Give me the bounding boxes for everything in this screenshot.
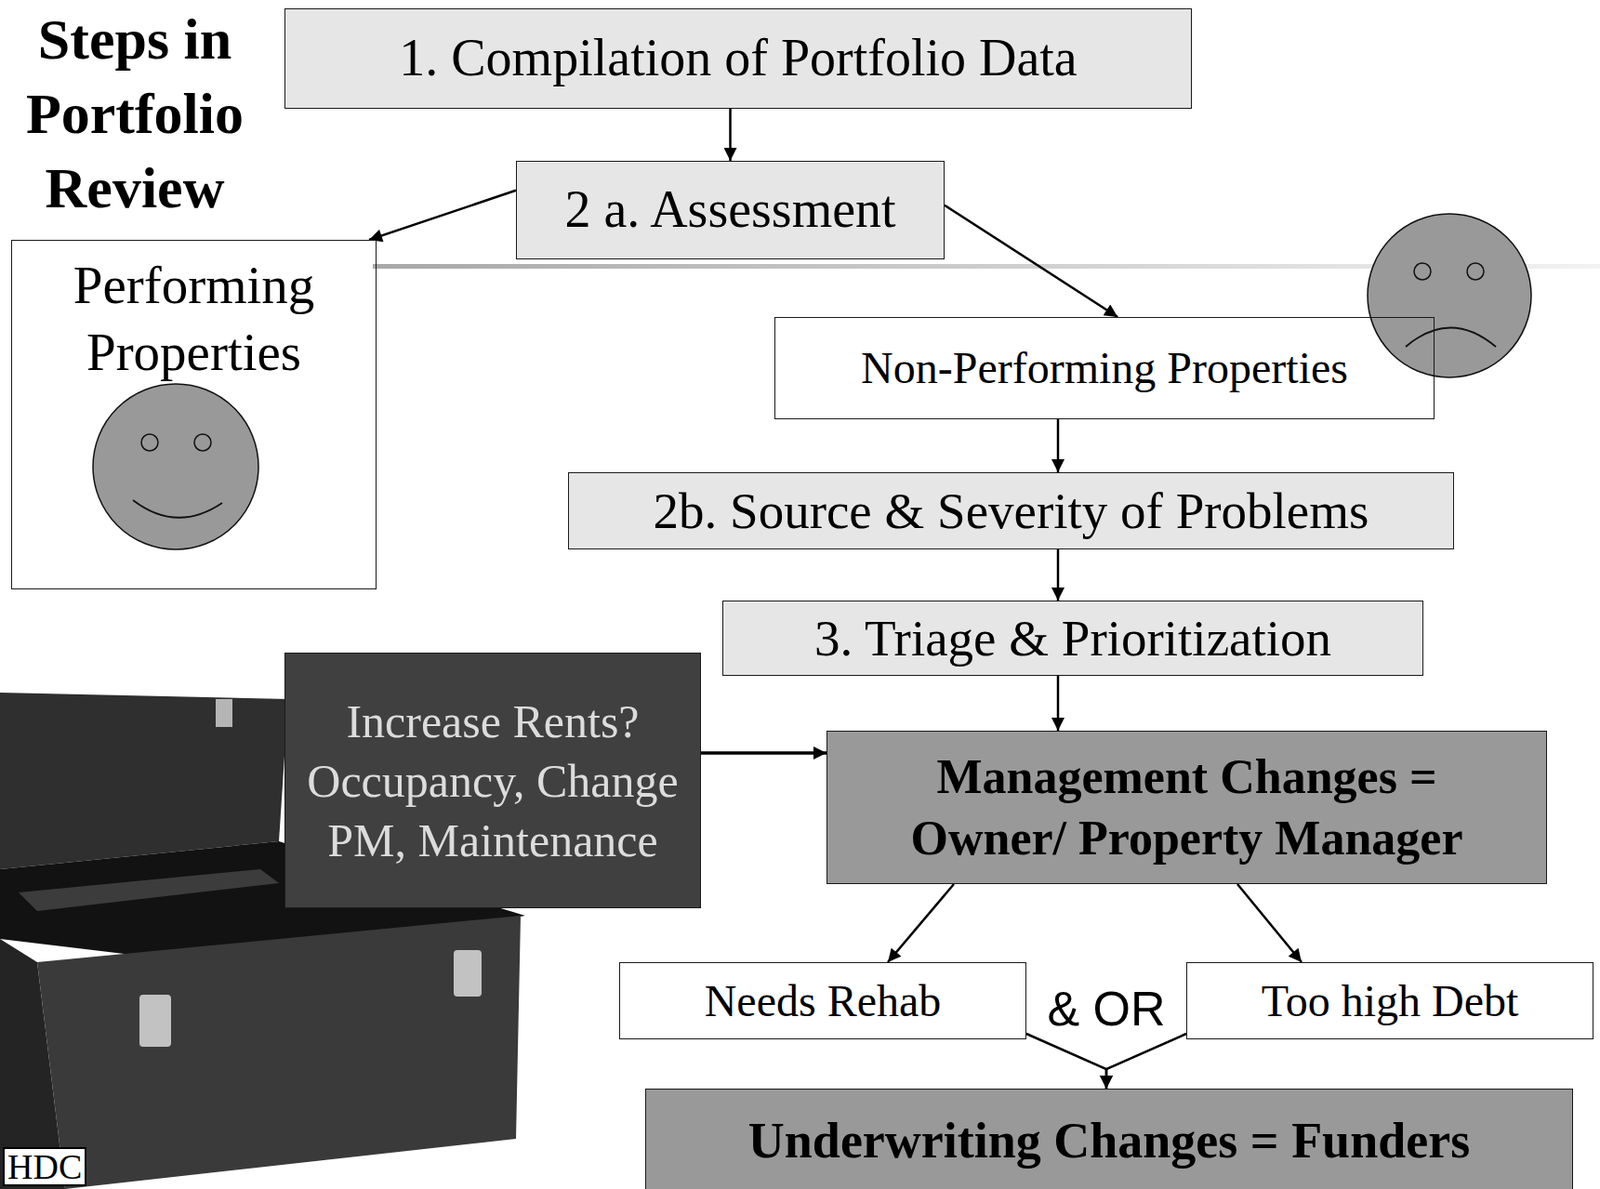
- step-box: 2 a. Assessment: [515, 160, 945, 260]
- flow-arrow: [1237, 884, 1302, 963]
- face-eye: [1414, 263, 1431, 280]
- toolbox-tray-edge: [18, 869, 279, 912]
- action-box: Management Changes = Owner/ Property Man…: [826, 730, 1548, 885]
- face-eye: [194, 434, 212, 451]
- step-box: 2b. Source & Severity of Problems: [568, 472, 1455, 550]
- face-mouth: [1405, 328, 1496, 348]
- flow-arrow: [1106, 1033, 1187, 1089]
- flow-arrow: [1057, 419, 1060, 473]
- flow-arrow: [887, 884, 954, 963]
- toolbox-latch: [139, 994, 172, 1047]
- toolbox-latch: [215, 699, 233, 728]
- node-text: Non-Performing Properties: [860, 341, 1349, 396]
- slide-title: Steps in Portfolio Review: [3, 1, 266, 225]
- step-box: 3. Triage & Prioritization: [722, 600, 1424, 676]
- node-text: Needs Rehab: [704, 974, 942, 1029]
- happy-face: [92, 383, 259, 550]
- step-box: 1. Compilation of Portfolio Data: [284, 8, 1192, 109]
- flow-arrow: [700, 751, 827, 755]
- face-eye: [141, 434, 159, 451]
- sad-face: [1367, 213, 1532, 378]
- problem-box: Needs Rehab: [619, 962, 1027, 1040]
- node-text: Performing Properties: [23, 251, 365, 386]
- face-eye: [1467, 263, 1484, 280]
- connector-note: & OR: [1044, 984, 1168, 1033]
- node-text: 1. Compilation of Portfolio Data: [398, 26, 1077, 90]
- category-box: Non-Performing Properties: [774, 317, 1435, 420]
- category-box: Performing Properties: [11, 239, 377, 590]
- flow-arrow: [728, 108, 732, 161]
- node-text: Too high Debt: [1261, 974, 1520, 1029]
- flow-arrow: [1057, 549, 1060, 601]
- flow-arrow: [1057, 675, 1060, 731]
- node-text: 2b. Source & Severity of Problems: [653, 480, 1370, 543]
- node-text: Underwriting Changes = Funders: [748, 1110, 1470, 1172]
- node-text: 3. Triage & Prioritization: [814, 608, 1332, 670]
- face-mouth: [132, 500, 223, 518]
- action-box: Underwriting Changes = Funders: [645, 1088, 1574, 1189]
- problem-box: Too high Debt: [1186, 962, 1594, 1040]
- flow-arrow: [1026, 1033, 1107, 1089]
- flow-arrow: [944, 205, 1118, 318]
- face-circle: [1367, 213, 1532, 378]
- logo-text: HDC: [2, 1147, 87, 1187]
- node-text: 2 a. Assessment: [564, 178, 896, 241]
- toolbox-lid: [0, 692, 289, 870]
- toolbox-latch: [453, 950, 482, 997]
- flow-arrow: [369, 190, 516, 240]
- toolbox-front: [37, 915, 521, 1189]
- toolbox-callout: Increase Rents? Occupancy, Change PM, Ma…: [284, 652, 701, 909]
- face-circle: [92, 383, 259, 550]
- node-text: Increase Rents? Occupancy, Change PM, Ma…: [296, 691, 689, 871]
- node-text: Management Changes = Owner/ Property Man…: [899, 746, 1476, 870]
